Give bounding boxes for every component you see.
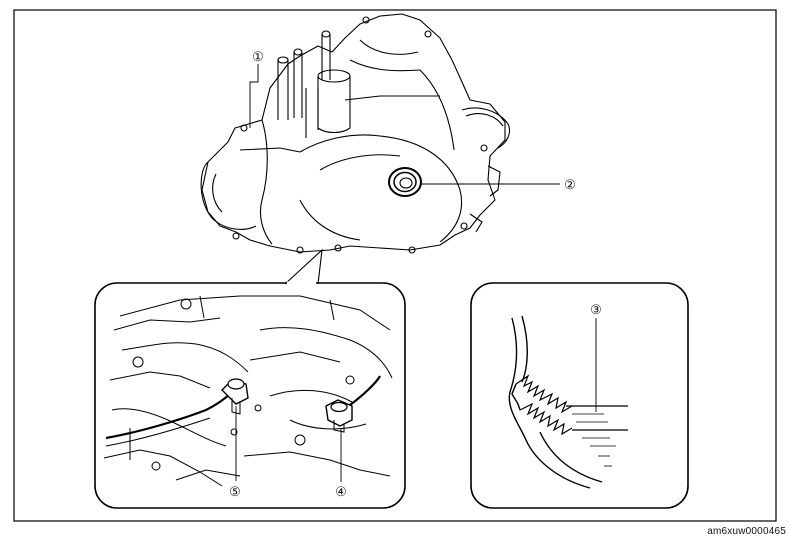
transaxle-assembly: [200, 13, 511, 254]
callout-4: ④: [335, 484, 347, 499]
outer-frame: [13, 9, 777, 522]
callout-5: ⑤: [229, 484, 241, 499]
inset-right-frame: [470, 282, 689, 509]
sensor-closeup: [103, 295, 393, 487]
oil-level-gauge: [508, 315, 628, 489]
callout-3: ③: [590, 302, 602, 317]
inset-left-frame: [94, 282, 406, 509]
callout-1: ①: [252, 49, 264, 64]
leader-line-1: [249, 64, 259, 128]
callout-2: ②: [564, 177, 576, 192]
figure-code: am6xuw0000465: [707, 526, 786, 537]
inset-pointer: [284, 248, 323, 285]
